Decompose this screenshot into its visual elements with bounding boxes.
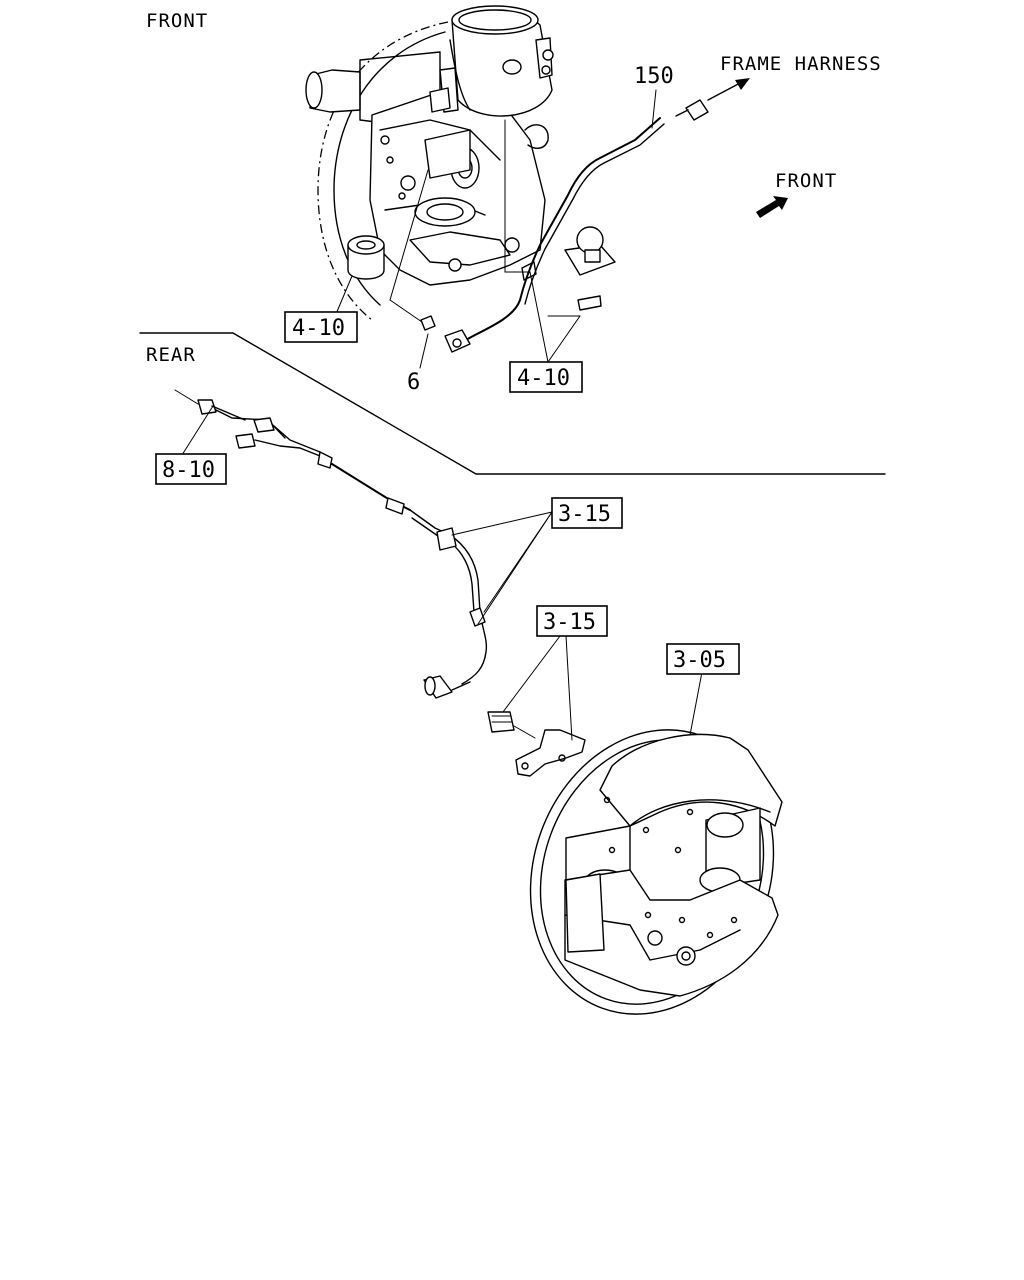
ref-knuckle-left-text: 4-10 [292,316,345,341]
front-bushing [347,235,385,280]
rear-sensor-lower-leaders [502,635,573,741]
front-spindle-hub [305,51,441,131]
rear-section-label: REAR [146,344,196,366]
front-direction-label: FRONT [775,170,837,192]
ref-rear-sensor-upper-text: 3-15 [558,502,611,527]
part-number-6: 6 [407,370,420,395]
ref-rear-harness-text: 8-10 [162,458,215,483]
frame-harness-callout: FRAME HARNESS [707,53,882,101]
rear-sensor-bracket [487,711,586,777]
front-abs-harness [444,99,709,353]
frame-harness-label: FRAME HARNESS [720,53,882,75]
rear-sensor-upper-leaders [451,511,553,625]
ref-box-knuckle-right[interactable]: 4-10 [509,361,583,393]
rear-brake-assembly [529,729,783,1015]
rear-brake-leader [689,671,703,736]
ref-box-rear-sensor-upper[interactable]: 3-15 [551,497,623,529]
ref-box-rear-brake[interactable]: 3-05 [666,643,740,675]
front-ref-leaders [335,119,602,363]
front-steering-knuckle [369,91,549,286]
front-section-label: FRONT [146,10,208,32]
rear-abs-harness [174,389,488,699]
ref-box-rear-sensor-lower[interactable]: 3-15 [536,605,608,637]
front-direction-arrow [756,196,788,218]
part-number-150: 150 [634,64,674,89]
ref-box-rear-harness[interactable]: 8-10 [155,453,227,485]
section-divider [139,332,886,475]
part-150-leader [651,89,657,129]
ref-knuckle-right-text: 4-10 [517,366,570,391]
ref-rear-brake-text: 3-05 [673,648,726,673]
front-ball-joint [564,226,616,276]
ref-box-knuckle-left[interactable]: 4-10 [284,311,358,343]
front-brake-chamber [429,5,554,117]
front-sensor-bolt [389,299,436,369]
ref-rear-sensor-lower-text: 3-15 [543,610,596,635]
